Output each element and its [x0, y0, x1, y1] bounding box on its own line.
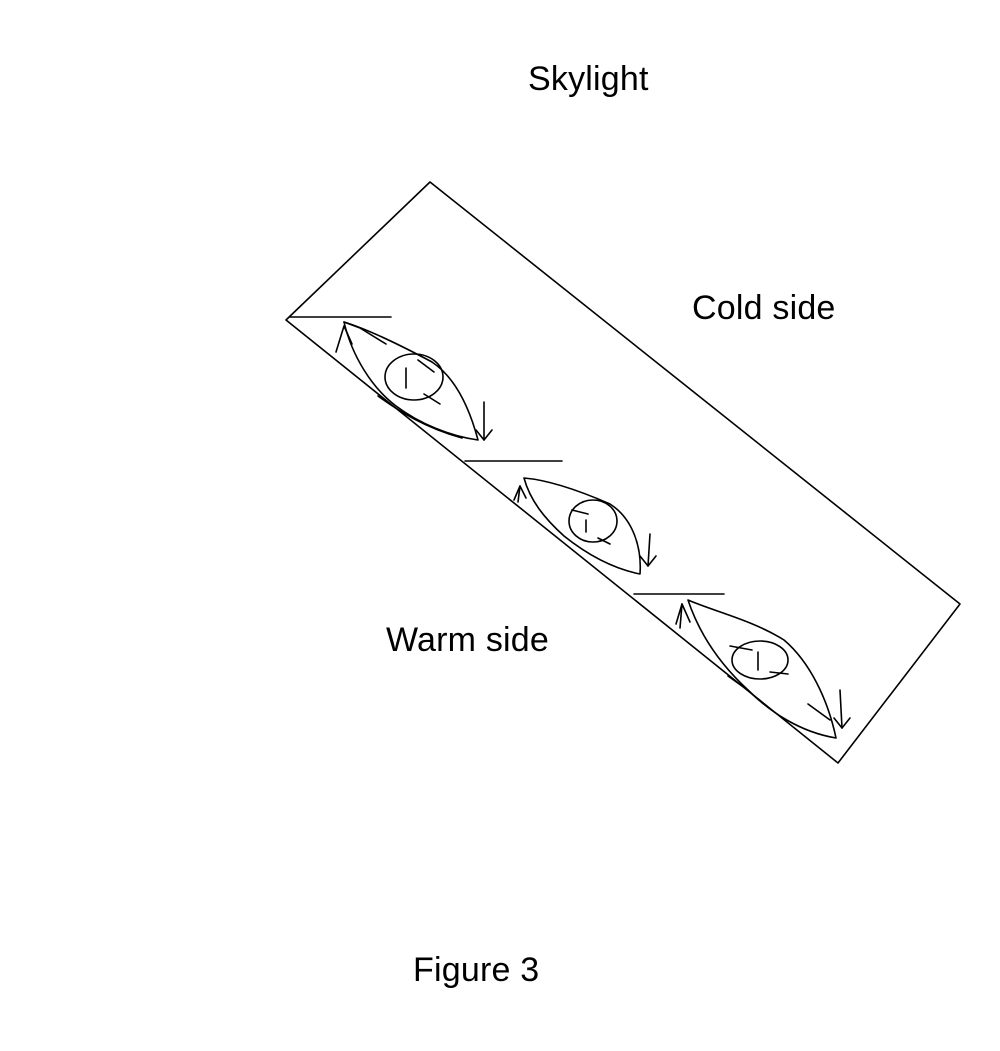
figure-caption: Figure 3: [413, 951, 540, 989]
skylight-frame: [285, 181, 961, 764]
convection-cell-3: [675, 599, 851, 739]
warm-side-label: Warm side: [386, 621, 550, 659]
cold-side-label: Cold side: [692, 289, 836, 327]
glazing-dividers: [289, 316, 725, 595]
convection-cell-1: [335, 321, 493, 441]
diagram-title: Skylight: [528, 60, 649, 98]
convection-cell-2: [513, 477, 657, 575]
